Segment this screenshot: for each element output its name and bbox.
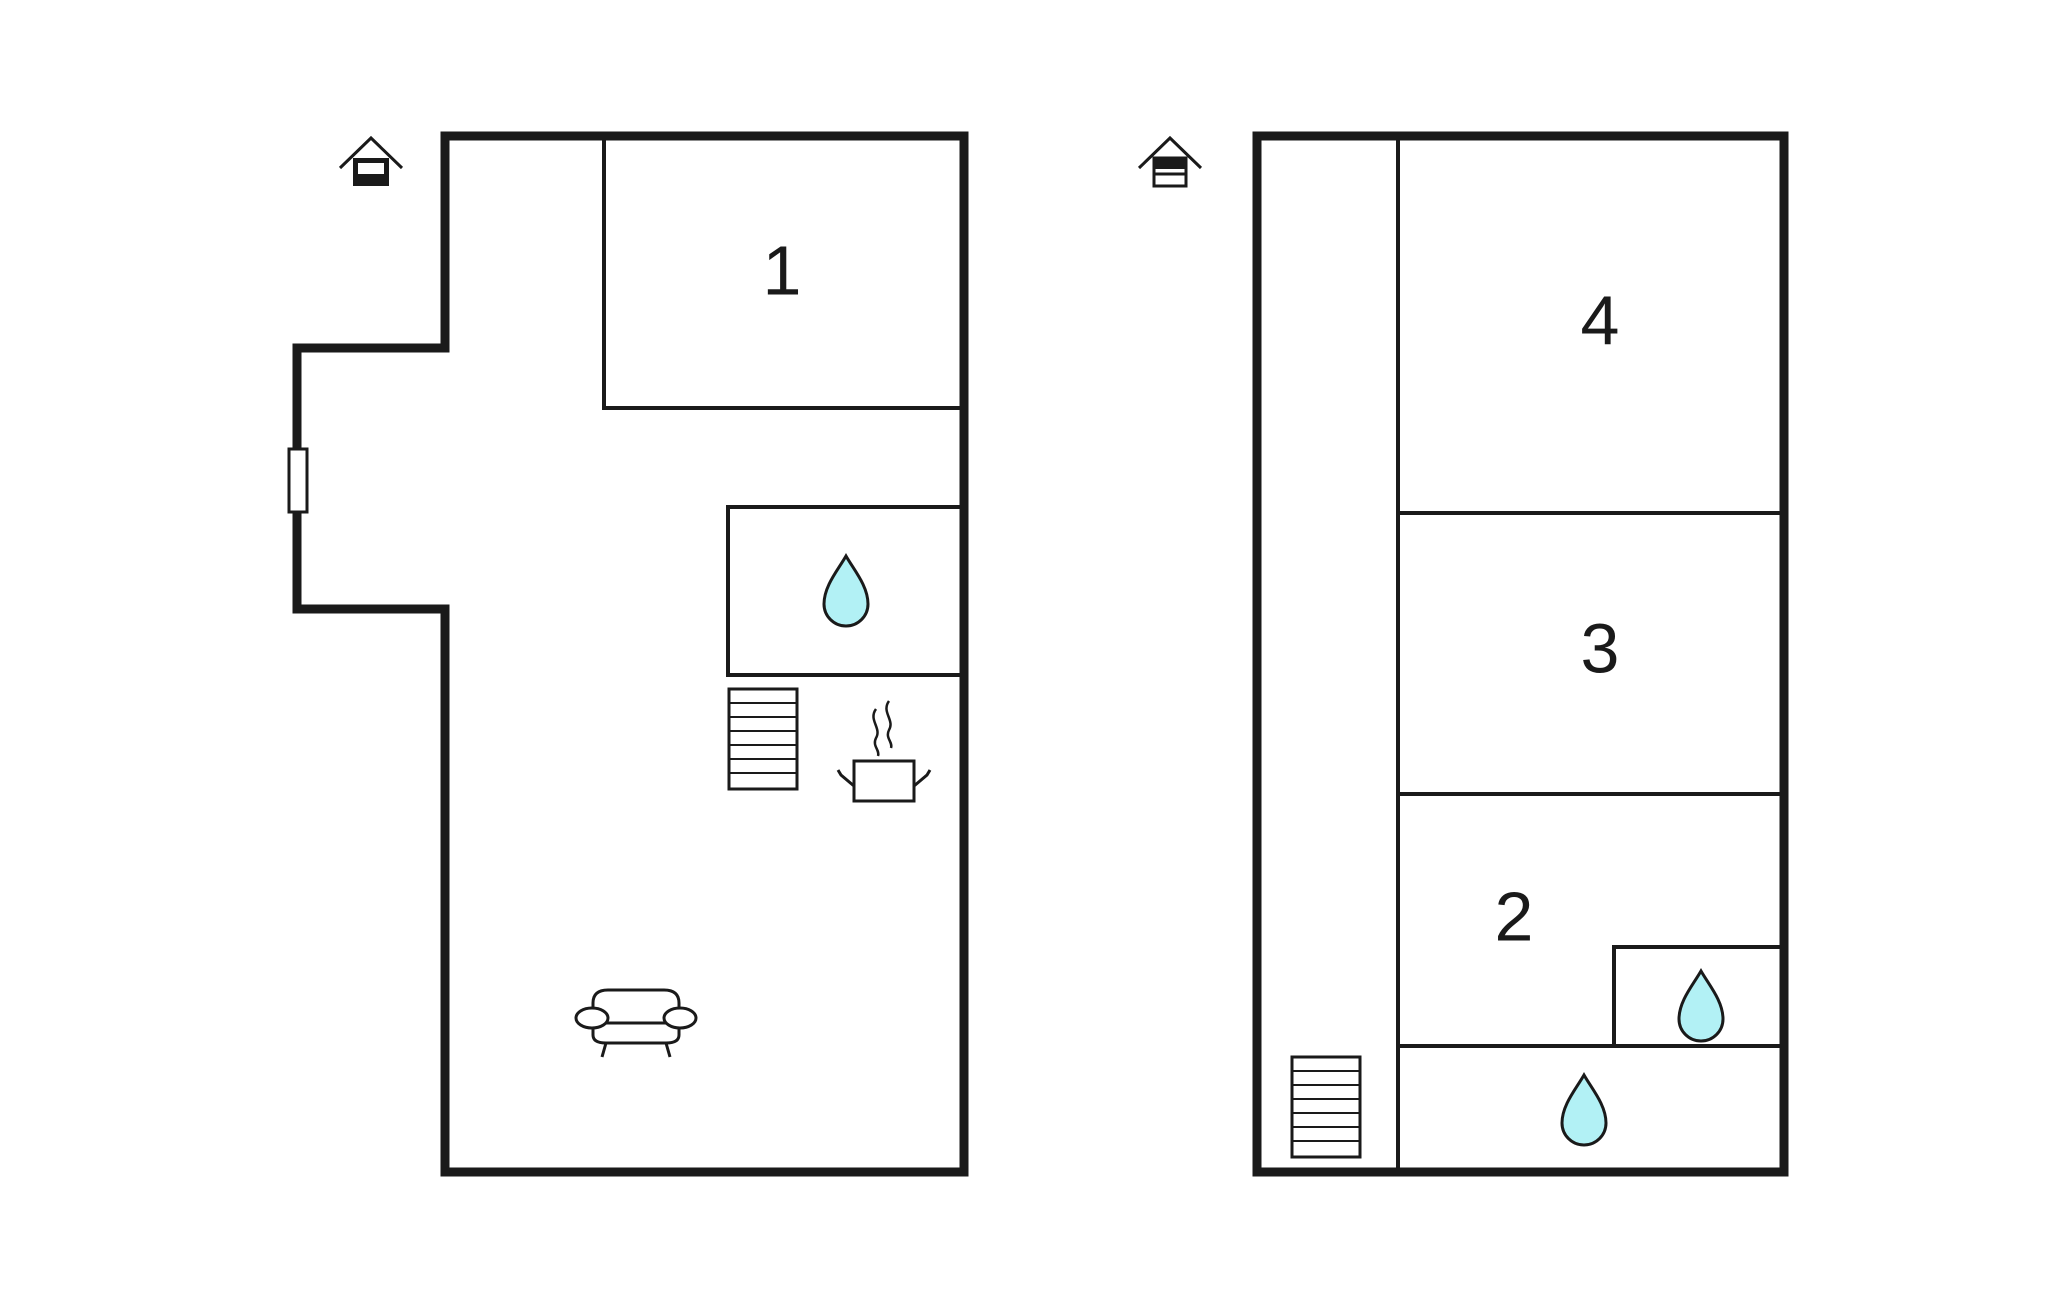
stairs-icon — [727, 687, 799, 791]
floor-1: 1 — [287, 131, 969, 1177]
ensuite-bathroom — [1612, 945, 1784, 1046]
sofa-icon — [574, 988, 698, 1058]
floor-2-outer-wall — [1252, 131, 1789, 1177]
floor-2: 4 3 2 — [1137, 131, 1789, 1177]
stairs-icon — [1290, 1055, 1362, 1159]
room-1-walls — [602, 136, 964, 410]
door-window-icon — [287, 447, 309, 514]
bathroom-water-drop-icon — [1560, 1073, 1608, 1147]
ensuite-water-drop-icon — [1677, 969, 1725, 1043]
bathroom — [726, 505, 966, 677]
entrance-icon — [338, 135, 404, 186]
bathroom-water-drop-icon — [822, 554, 870, 628]
room-3-label: 3 — [1581, 609, 1620, 687]
kitchen-pot-icon — [836, 700, 932, 803]
room-4-label: 4 — [1581, 281, 1620, 359]
floor-1-outer-wall — [292, 131, 969, 1177]
room-2-label: 2 — [1495, 877, 1534, 955]
entrance-icon — [1137, 135, 1203, 188]
room-1-label: 1 — [763, 231, 802, 309]
